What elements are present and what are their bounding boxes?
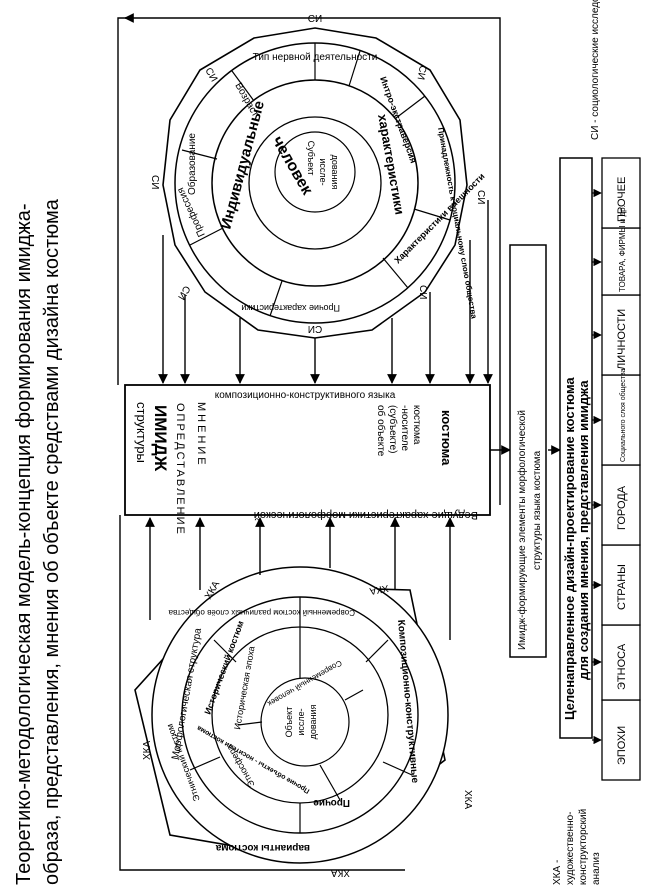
category-cities: ГОРОДА	[616, 485, 628, 530]
legend-hka-1: ХКА -	[552, 860, 563, 885]
category-other: ПРОЧЕЕ	[616, 177, 628, 222]
category-countries: СТРАНЫ	[616, 564, 628, 610]
central-obj-4: костюма	[411, 405, 422, 445]
category-epochs: ЭПОХИ	[616, 726, 628, 765]
upper-label-education: Образование	[186, 133, 198, 195]
category-boxes	[601, 157, 641, 781]
legend-si: СИ - социологические исследования	[590, 0, 601, 140]
upper-center-3: дования	[330, 155, 340, 190]
lower-ring-dividers	[189, 597, 413, 833]
central-obj-2: (субъекте)	[387, 405, 399, 454]
upper-diagram: Тип нервной деятельности Интро-экстравер…	[149, 14, 487, 339]
central-opinion: МНЕНИЕ	[195, 402, 207, 468]
design-box: Целенаправленное дизайн-проектирование к…	[559, 157, 593, 739]
central-costume: костюма	[439, 410, 454, 466]
lower-outer-variants-2: варианты костюма	[215, 842, 310, 853]
lower-diagram: Морфологическая структура Композиционно-…	[134, 566, 473, 878]
legend-hka-2: художественно-	[565, 812, 576, 885]
upper-center-1: Субъект	[306, 141, 316, 176]
legend-hka-4: анализ	[591, 852, 602, 885]
hka-label-4: ХКА	[331, 867, 350, 878]
lower-second-other: Прочие	[313, 797, 350, 808]
category-arrows	[592, 188, 602, 745]
design-line-2: для создания мнения, представления имидж…	[576, 380, 591, 680]
si-label-5: СИ	[475, 190, 486, 204]
elements-box: Имидж-формирующие элементы морфологическ…	[509, 244, 547, 658]
title-block: Теоретико-методологическая модель-концеп…	[13, 198, 63, 885]
si-label-4: СИ	[149, 175, 160, 189]
category-social: Социального слоя общества	[619, 368, 627, 462]
central-image-word: ИМИДЖ	[151, 405, 170, 472]
lower-center-1: Объект	[284, 707, 294, 738]
si-label-3: СИ	[415, 64, 428, 80]
lower-second-modern: Современный костюм различных слоёв общес…	[168, 608, 355, 617]
lower-center-2: иссле-	[296, 708, 306, 735]
si-label-8: СИ	[308, 323, 322, 334]
hka-label-3: ХКА	[142, 741, 153, 760]
central-box: композиционно-конструктивного языка Веду…	[124, 384, 491, 536]
category-ethnos: ЭТНОСА	[616, 643, 628, 690]
lower-center-3: дования	[308, 704, 318, 739]
central-side-text: Ведущие характеристики морфологической	[254, 509, 478, 521]
upper-label-nervous: Тип нервной деятельности	[253, 52, 378, 63]
title-line-1: Теоретико-методологическая модель-концеп…	[13, 204, 35, 886]
legend-hka: ХКА - художественно- конструкторский ана…	[552, 809, 602, 885]
si-label-1: СИ	[308, 14, 322, 25]
central-top-text: композиционно-конструктивного языка	[215, 390, 396, 401]
legend-hka-3: конструкторский	[578, 809, 589, 885]
elements-line-1: Имидж-формирующие элементы морфологическ…	[516, 410, 528, 650]
category-personality: ЛИЧНОСТИ	[616, 309, 628, 370]
connectors	[117, 13, 561, 871]
title-line-2: образа, представления, мнения об объекте…	[41, 198, 63, 885]
upper-label-other: Прочие характеристики	[241, 303, 340, 313]
central-structures: структуры	[134, 402, 149, 463]
central-obj-1: об объекте	[375, 405, 387, 457]
hka-label-2: ХКА	[368, 582, 389, 596]
design-line-1: Целенаправленное дизайн-проектирование к…	[562, 377, 577, 720]
elements-line-2: структуры языка костюма	[532, 450, 543, 570]
si-label-6: СИ	[175, 284, 192, 302]
central-obj-3: -носителе	[399, 405, 410, 452]
si-label-7: СИ	[417, 285, 428, 299]
category-goods: ТОВАРА, ФИРМЫ и др.	[618, 205, 627, 292]
upper-center-ring	[274, 131, 356, 213]
central-representation: ОПРЕДСТАВЛЕНИЕ	[174, 403, 186, 536]
upper-center-2: иссле-	[318, 158, 328, 185]
upper-ring-dividers	[181, 43, 451, 317]
hka-label-5: ХКА	[462, 790, 473, 809]
